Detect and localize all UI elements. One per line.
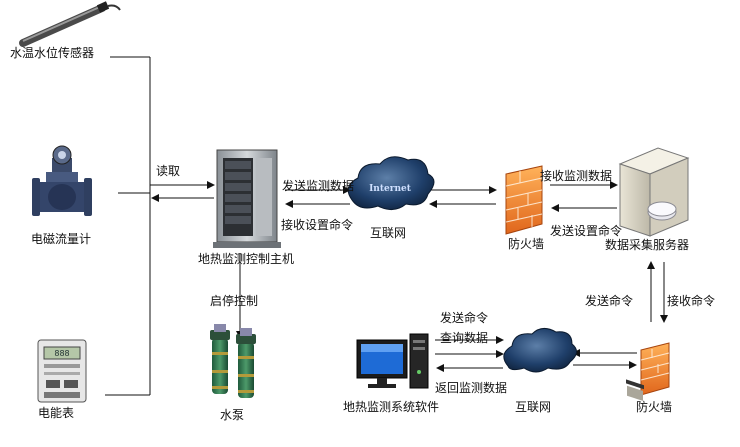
edge-read-label: 读取 xyxy=(156,164,181,178)
edge-return-monitor-label: 返回监测数据 xyxy=(435,381,508,395)
firewall-bottom-label: 防火墙 xyxy=(636,400,673,414)
controller-label: 地热监测控制主机 xyxy=(198,252,295,266)
internet-cloud-bottom-icon xyxy=(503,328,577,373)
firewall-top-label: 防火墙 xyxy=(508,237,545,251)
internet-top-label: 互联网 xyxy=(370,226,407,240)
server-icon xyxy=(618,147,690,401)
sensor-probe-icon xyxy=(19,1,121,47)
water-pump-icon xyxy=(210,324,256,398)
internet-cloud-top-icon: Internet xyxy=(347,156,435,210)
pump-label: 水泵 xyxy=(220,408,245,422)
electricity-meter-label: 电能表 xyxy=(38,406,75,420)
internet-bottom-label: 互联网 xyxy=(515,400,552,414)
flowmeter-label: 电磁流量计 xyxy=(31,232,92,246)
edge-recv-monitor-label: 接收监测数据 xyxy=(540,169,613,183)
edge-send-command-bottom-label: 发送命令 xyxy=(440,311,489,325)
firewall-bottom-icon xyxy=(640,342,670,396)
edge-recv-settings-label: 接收设置命令 xyxy=(281,218,354,232)
computer-icon xyxy=(356,333,429,389)
edge-receive-command-right-label: 接收命令 xyxy=(667,294,716,308)
electricity-meter-icon: 888 xyxy=(37,339,87,403)
flowmeter-icon xyxy=(32,145,92,216)
edge-send-settings-label: 发送设置命令 xyxy=(550,224,623,238)
sensor-label: 水温水位传感器 xyxy=(10,46,95,60)
edge-start-stop-label: 启停控制 xyxy=(210,294,259,308)
edge-query-data-label: 查询数据 xyxy=(440,331,489,345)
connector-lines xyxy=(105,56,668,396)
edge-send-command-right-label: 发送命令 xyxy=(585,294,634,308)
server-label: 数据采集服务器 xyxy=(605,238,690,252)
firewall-top-icon xyxy=(505,165,543,235)
controller-cabinet-icon xyxy=(213,149,281,248)
edge-send-monitor-label: 发送监测数据 xyxy=(282,179,355,193)
cloud-internet-text: Internet xyxy=(369,184,412,194)
svg-text:888: 888 xyxy=(54,349,69,358)
software-label: 地热监测系统软件 xyxy=(343,400,440,414)
